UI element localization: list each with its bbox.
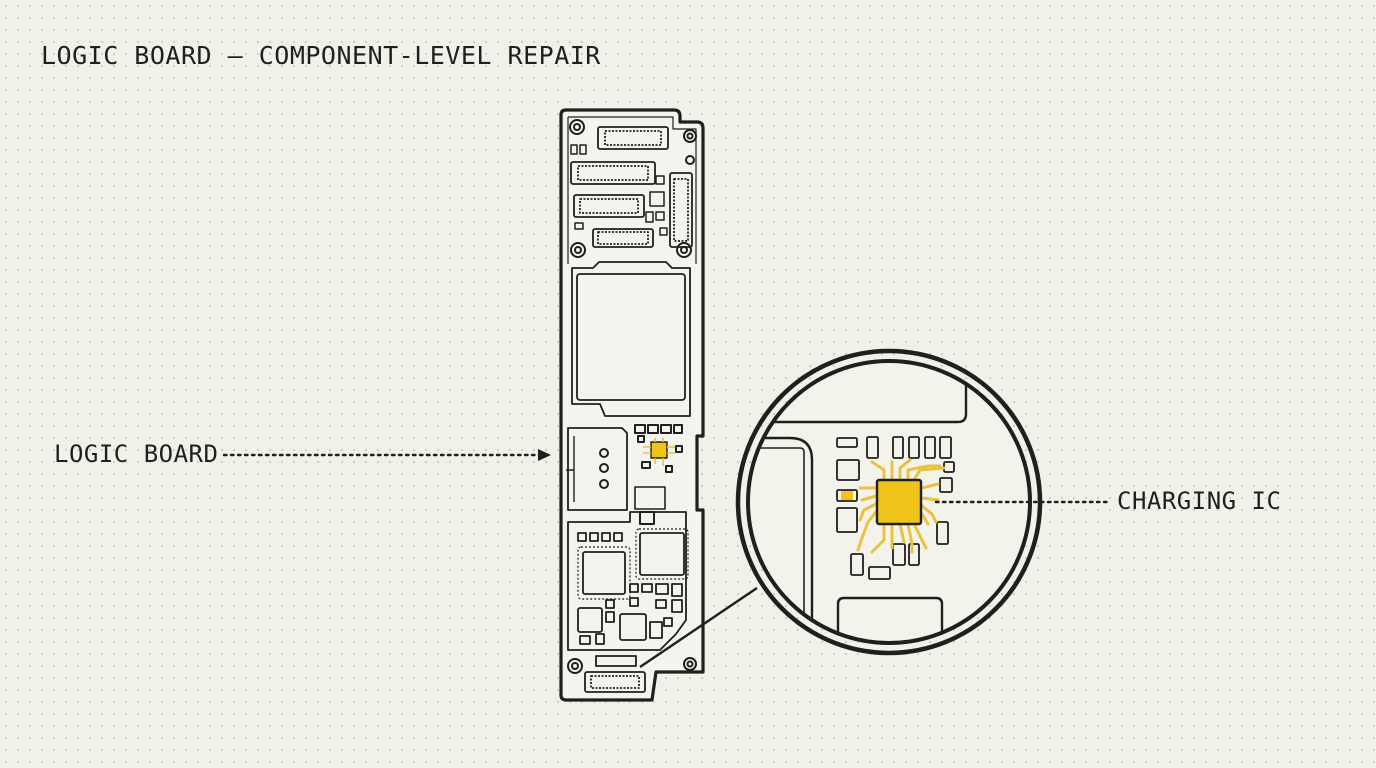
callout-leaders: [222, 449, 1110, 504]
battery-cell: [576, 273, 686, 401]
sim-contact: [599, 479, 609, 489]
screw-hole: [567, 658, 583, 674]
board-inner-edge: [567, 116, 697, 264]
logic-board: [559, 108, 705, 702]
board-charging-region: [637, 435, 683, 473]
lower-chips: [577, 528, 689, 645]
page-title: LOGIC BOARD — COMPONENT-LEVEL REPAIR: [41, 41, 601, 70]
screw-hole: [569, 119, 585, 135]
charging-ic-label: CHARGING IC: [1117, 487, 1282, 515]
smd-parts: [570, 144, 668, 236]
bottom-connector: [584, 655, 646, 693]
screw-hole: [676, 242, 692, 258]
screw-hole: [685, 155, 695, 165]
sim-tray: [567, 427, 628, 511]
magnifier: [735, 348, 1043, 656]
screw-hole: [683, 657, 697, 671]
magnifier-leader: [639, 587, 758, 668]
board-connectors: [570, 126, 693, 248]
arrow-head: [538, 449, 551, 461]
logic-board-label: LOGIC BOARD: [54, 440, 219, 468]
screw-hole: [570, 242, 586, 258]
lower-board: [567, 511, 687, 651]
screw-hole: [683, 129, 697, 143]
sim-contact: [599, 448, 609, 458]
battery-frame: [571, 261, 691, 417]
sim-contact: [599, 463, 609, 473]
charging-ic-traces: [856, 458, 946, 554]
charging-ic-chip: [875, 478, 923, 526]
